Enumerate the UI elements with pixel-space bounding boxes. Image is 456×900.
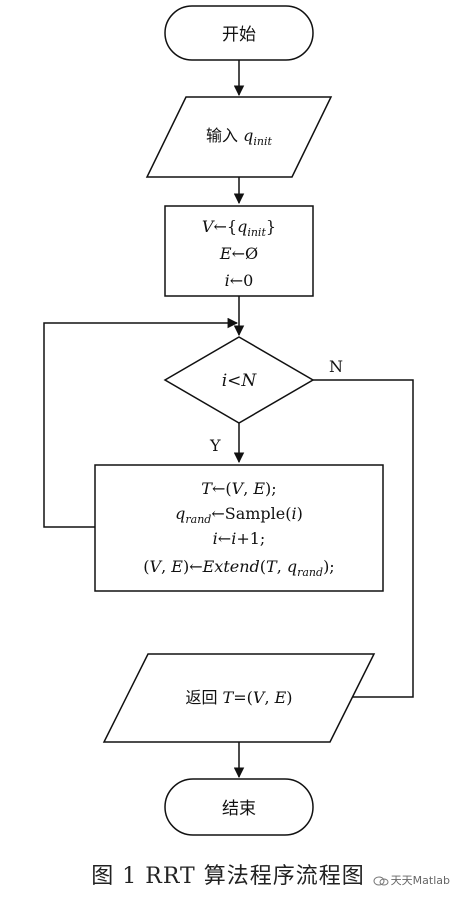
start-label: 开始	[222, 25, 256, 45]
init-box	[164, 205, 314, 297]
loop-line-tree: T←(V, E);	[201, 479, 276, 498]
output-label: 返回 T=(V, E)	[185, 688, 292, 707]
end-label: 结束	[222, 799, 256, 819]
figure-caption: 图 1 RRT 算法程序流程图	[91, 864, 365, 889]
loop-line-sample: qrand←Sample(i)	[175, 504, 303, 526]
init-line-v: V←{qinit}	[202, 217, 276, 239]
input-label: 输入 qinit	[206, 126, 272, 148]
init-line-i: i←0	[225, 271, 254, 290]
output-parallelogram	[102, 653, 376, 743]
watermark: 天天Matlab	[373, 872, 450, 888]
decision-label: i<N	[222, 371, 258, 391]
branch-label-yes: Y	[209, 436, 221, 455]
end-terminal	[164, 778, 314, 836]
loop-line-extend: (V, E)←Extend(T, qrand);	[143, 557, 334, 579]
wechat-logo-icon	[373, 876, 389, 886]
loop-line-increment: i←i+1;	[213, 529, 266, 548]
arrow-loop-back	[43, 317, 239, 528]
loop-box	[94, 464, 384, 592]
init-line-e: E←Ø	[219, 244, 258, 263]
input-parallelogram	[145, 96, 333, 178]
arrow-no-branch	[313, 379, 414, 703]
watermark-text: 天天Matlab	[390, 874, 450, 887]
branch-label-no: N	[329, 357, 343, 376]
